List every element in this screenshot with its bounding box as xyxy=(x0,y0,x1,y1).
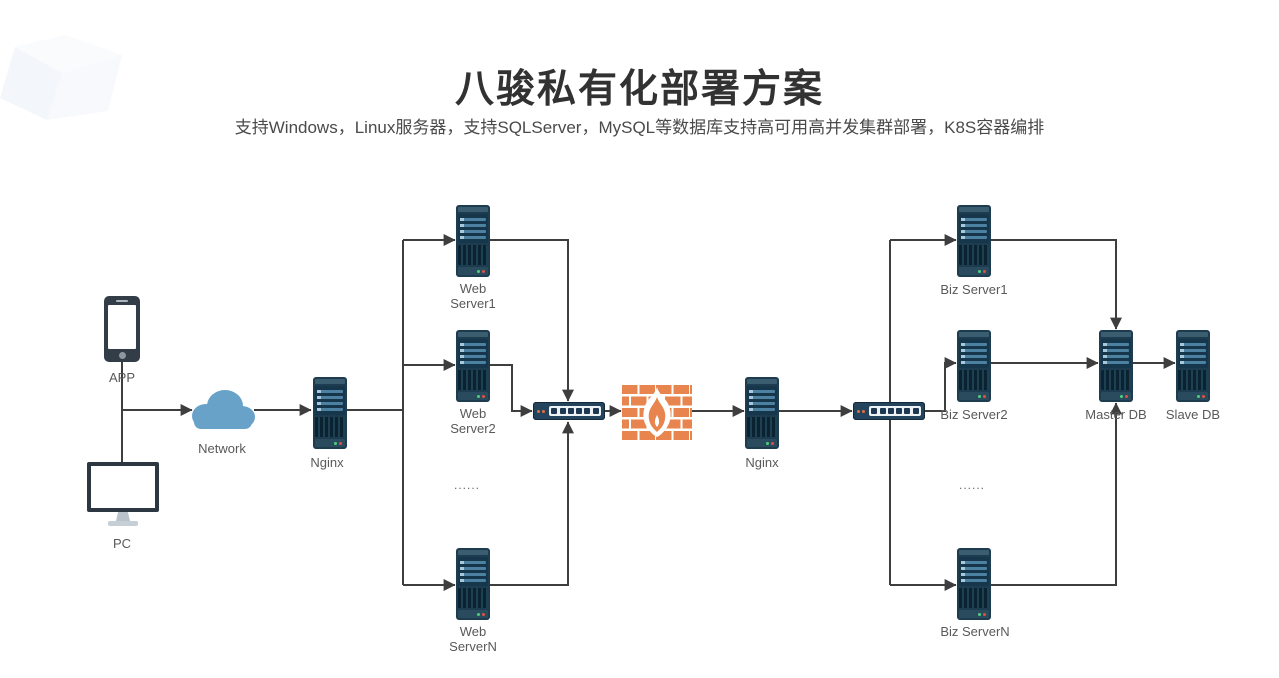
pc-label: PC xyxy=(112,536,132,551)
monitor-stand xyxy=(116,512,130,521)
network-cloud-icon xyxy=(192,390,255,429)
firewall-icon xyxy=(622,385,692,441)
monitor-base xyxy=(108,521,138,526)
monitor-screen xyxy=(87,462,159,512)
app-label: APP xyxy=(108,370,135,385)
biz-servern-icon xyxy=(957,548,991,620)
web-servern-label: Web ServerN xyxy=(449,624,497,654)
connector-webserver2-switch xyxy=(490,364,533,417)
connector-bizserver1-masterdb xyxy=(991,239,1122,330)
web-servers-ellipsis: ...... xyxy=(453,478,480,492)
network-label: Network xyxy=(198,441,246,456)
connector-webserver1-switch xyxy=(490,239,574,402)
biz-server2-icon xyxy=(957,330,991,402)
biz-load-balancer-switch-icon xyxy=(853,402,925,420)
slave-db-label: Slave DB xyxy=(1165,407,1221,422)
phone-home-button xyxy=(118,352,126,359)
web-server1-icon xyxy=(456,205,490,277)
smartphone-icon xyxy=(104,296,140,362)
web-servern-icon xyxy=(456,548,490,620)
web-server1-label: Web Server1 xyxy=(450,281,496,311)
nginx-biz-server-icon xyxy=(745,377,779,449)
phone-screen xyxy=(108,305,136,349)
nginx-web-label: Nginx xyxy=(310,455,344,470)
connector-bizservern-masterdb xyxy=(991,402,1122,586)
page-subtitle: 支持Windows，Linux服务器，支持SQLServer，MySQL等数据库… xyxy=(234,118,1045,137)
web-server2-icon xyxy=(456,330,490,402)
web-server2-label: Web Server2 xyxy=(450,406,496,436)
biz-servers-ellipsis: ...... xyxy=(958,478,985,492)
master-db-icon xyxy=(1099,330,1133,402)
connector-switch2-bizserver2 xyxy=(925,357,957,412)
master-db-label: Master DB xyxy=(1085,407,1147,422)
nginx-biz-label: Nginx xyxy=(745,455,779,470)
page-title: 八骏私有化部署方案 xyxy=(454,68,824,111)
biz-server1-icon xyxy=(957,205,991,277)
nginx-web-server-icon xyxy=(313,377,347,449)
desktop-monitor-icon xyxy=(87,462,159,526)
slave-db-icon xyxy=(1176,330,1210,402)
connector-webservern-switch xyxy=(490,421,574,586)
biz-server1-label: Biz Server1 xyxy=(940,282,1008,297)
corner-cube-decoration xyxy=(0,35,122,120)
biz-server2-label: Biz Server2 xyxy=(940,407,1008,422)
biz-servern-label: Biz ServerN xyxy=(940,624,1010,639)
web-load-balancer-switch-icon xyxy=(533,402,605,420)
phone-speaker xyxy=(116,300,128,302)
